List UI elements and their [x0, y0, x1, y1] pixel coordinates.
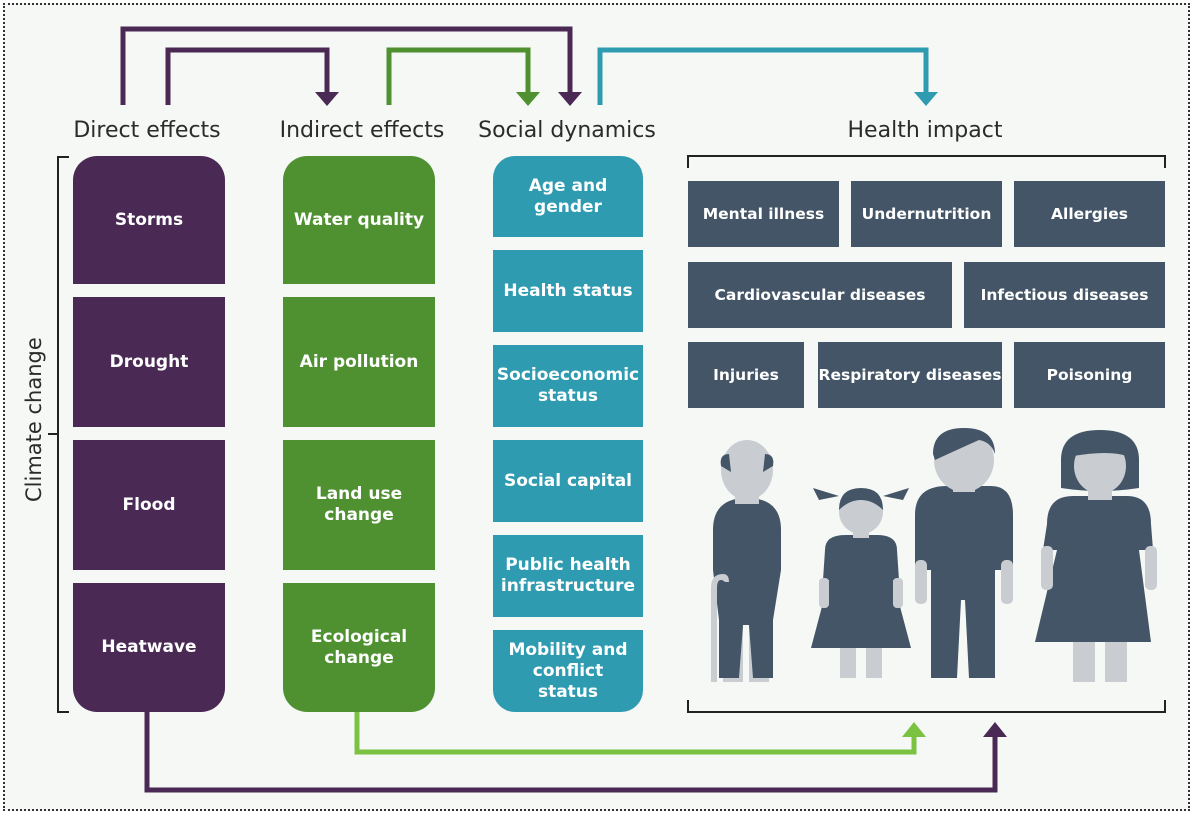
- social-age-and-gender: Age and gender: [493, 156, 643, 237]
- social-socioeconomic-status: Socioeconomic status: [493, 345, 643, 427]
- elderly-man-with-cane-icon: [711, 440, 781, 682]
- direct-effect-storms: Storms: [73, 156, 225, 284]
- climate-change-label: Climate change: [22, 337, 46, 502]
- direct-effects-column: Storms Drought Flood Heatwave: [73, 156, 225, 712]
- health-bracket-bottom: [687, 700, 1166, 713]
- arrow-direct-to-indirect: [165, 47, 330, 105]
- social-social-capital: Social capital: [493, 440, 643, 522]
- health-poisoning: Poisoning: [1014, 342, 1165, 408]
- arrow-indirect-to-social: [386, 47, 531, 105]
- health-allergies: Allergies: [1014, 181, 1165, 247]
- health-respiratory-diseases: Respiratory diseases: [818, 342, 1002, 408]
- indirect-effect-ecological-change: Ecological change: [283, 583, 435, 712]
- health-infectious-diseases: Infectious diseases: [964, 262, 1165, 328]
- arrow-head-direct-to-social: [558, 92, 582, 106]
- woman-icon: [1035, 430, 1157, 682]
- climate-change-bracket: [57, 156, 69, 713]
- arrow-head-social-to-health: [914, 92, 938, 106]
- direct-effect-drought: Drought: [73, 297, 225, 427]
- people-illustration: [711, 428, 1157, 682]
- girl-icon: [811, 488, 911, 678]
- social-mobility-and-conflict-status: Mobility and conflict status: [493, 630, 643, 712]
- direct-effect-heatwave: Heatwave: [73, 583, 225, 712]
- indirect-effects-column: Water quality Air pollution Land use cha…: [283, 156, 435, 712]
- indirect-effect-water-quality: Water quality: [283, 156, 435, 284]
- social-health-status: Health status: [493, 250, 643, 332]
- social-dynamics-column: Age and gender Health status Socioeconom…: [493, 156, 643, 712]
- direct-effect-flood: Flood: [73, 440, 225, 570]
- arrow-head-direct-to-indirect: [315, 92, 339, 106]
- health-cardiovascular-diseases: Cardiovascular diseases: [688, 262, 952, 328]
- arrow-indirect-to-health: [354, 712, 917, 755]
- header-social-dynamics: Social dynamics: [478, 118, 656, 143]
- arrow-social-to-health: [597, 47, 929, 105]
- arrow-head-indirect-to-social: [516, 92, 540, 106]
- man-icon: [915, 428, 1013, 678]
- arrow-direct-to-social: [120, 26, 573, 105]
- health-undernutrition: Undernutrition: [851, 181, 1002, 247]
- indirect-effect-air-pollution: Air pollution: [283, 297, 435, 427]
- health-bracket-top: [687, 155, 1166, 168]
- indirect-effect-land-use-change: Land use change: [283, 440, 435, 570]
- header-health-impact: Health impact: [847, 118, 1003, 143]
- header-direct-effects: Direct effects: [73, 118, 221, 143]
- arrow-head-direct-to-health: [983, 722, 1007, 737]
- header-indirect-effects: Indirect effects: [279, 118, 445, 143]
- health-injuries: Injuries: [688, 342, 804, 408]
- arrow-direct-to-health: [144, 712, 998, 793]
- arrow-head-indirect-to-health: [902, 722, 926, 737]
- social-public-health-infrastructure: Public health infrastructure: [493, 535, 643, 617]
- health-mental-illness: Mental illness: [688, 181, 839, 247]
